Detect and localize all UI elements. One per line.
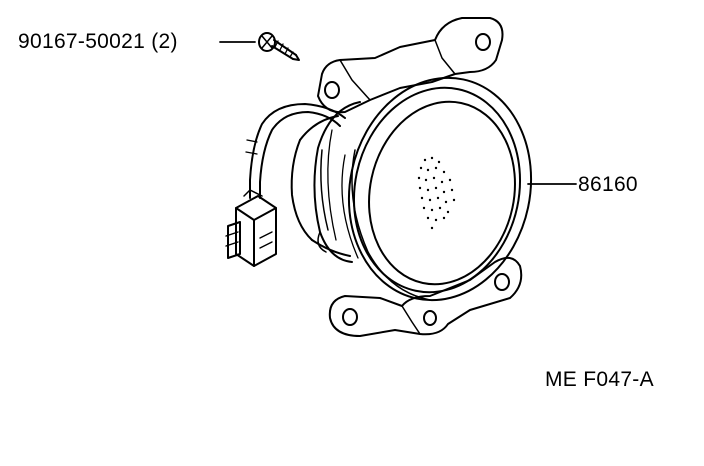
fog-lamp-part-number: 86160 xyxy=(578,173,638,196)
figure-code: ME F047-A xyxy=(545,368,654,391)
screw-part-number: 90167-50021 (2) xyxy=(18,30,178,53)
screw-icon xyxy=(258,32,300,61)
lower-bracket xyxy=(328,256,523,337)
upper-bracket xyxy=(317,17,504,114)
lens-texture xyxy=(417,156,456,230)
connector-icon xyxy=(225,189,277,267)
lamp-housing xyxy=(290,101,361,263)
lamp-bezel xyxy=(341,76,533,302)
wire-harness xyxy=(245,103,346,253)
